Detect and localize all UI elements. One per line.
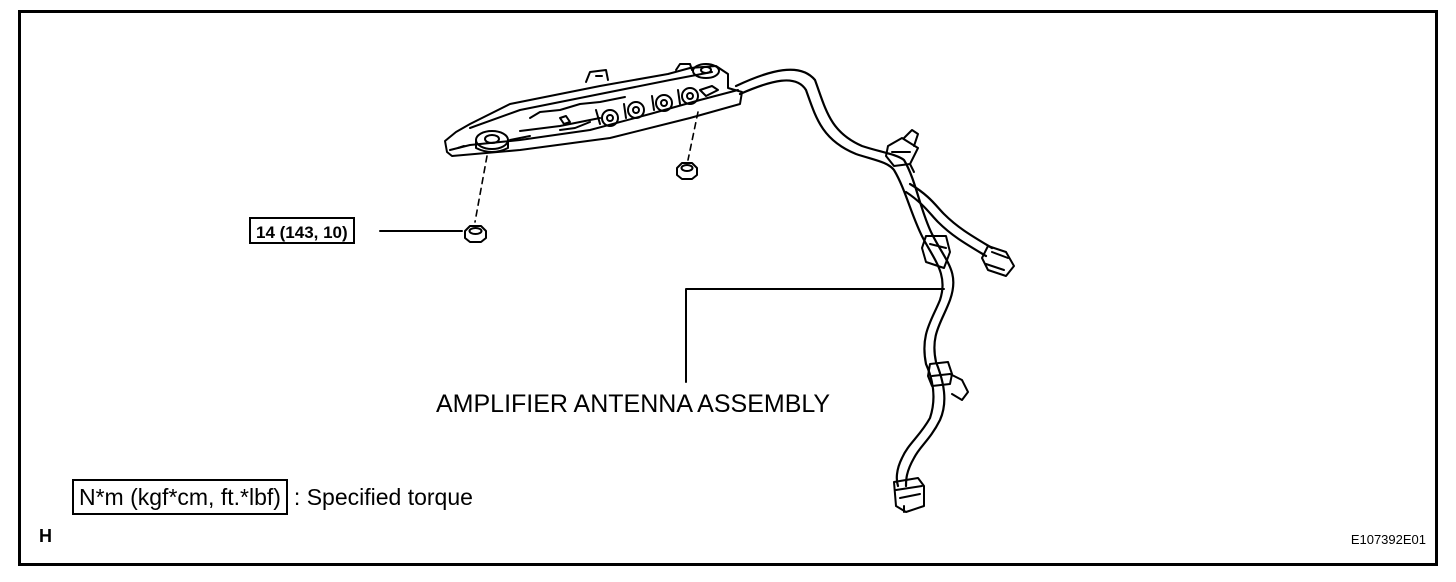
torque-spec-label: 14 (143, 10)	[249, 217, 355, 244]
mounting-guide-lines	[474, 111, 699, 223]
cable-clamp	[885, 129, 919, 173]
amplifier-bracket	[444, 63, 743, 157]
side-connector-icon	[981, 245, 1015, 277]
part-name-label: AMPLIFIER ANTENNA ASSEMBLY	[436, 390, 831, 418]
antenna-cable	[734, 68, 955, 488]
part-leader-line	[685, 288, 945, 383]
torque-legend: N*m (kgf*cm, ft.*lbf) : Specified torque	[72, 479, 473, 515]
nut-icon	[676, 162, 698, 180]
nut-icon	[464, 225, 487, 243]
figure-id: E107392E01	[1350, 532, 1426, 547]
diagram-frame	[18, 10, 1438, 566]
legend-unit-box: N*m (kgf*cm, ft.*lbf)	[72, 479, 288, 515]
cable-clamp	[927, 361, 969, 401]
end-connector-icon	[893, 477, 925, 513]
corner-letter: H	[39, 526, 52, 546]
branch-cable	[904, 182, 994, 258]
cable-clamp	[921, 235, 951, 269]
legend-description: : Specified torque	[293, 483, 473, 510]
